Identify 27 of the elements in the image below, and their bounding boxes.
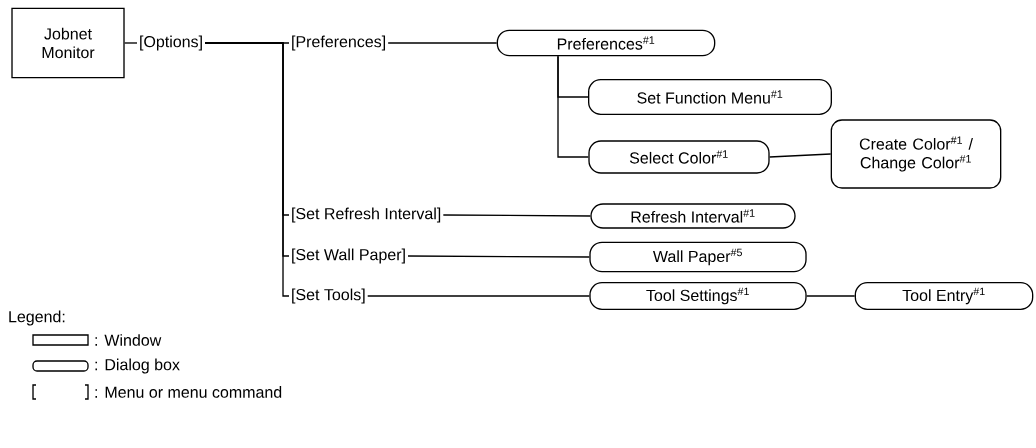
connector-line [407,255,590,258]
dialog-box: Refresh Interval$^{#1}$ [590,203,796,229]
dialog-box: Create Color$^{#1}$ / Change Color$^{#1}$ [830,119,1002,189]
connector-line [442,214,591,217]
menu-command: [Set Tools] [292,288,365,304]
menu-command: [Preferences] [292,35,385,51]
connector-line [387,42,498,44]
dialog-box: Tool Settings$^{#1}$ [589,282,807,310]
menu-command: [Options] [140,35,202,51]
legend-text: : Window [95,334,162,346]
dialog-box: Preferences$^{#1}$ [496,29,716,57]
connector-line [204,42,290,297]
menu-command: [Set Refresh Interval] [292,207,441,223]
connector-line [769,153,832,158]
legend-heading: Legend: [9,310,65,326]
dialog-box: Set Function Menu$^{#1}$ [588,79,832,115]
dialog-box: Tool Entry$^{#1}$ [854,282,1034,310]
connector-line [124,42,138,44]
window-box: Jobnet Monitor [11,7,125,79]
dialog-box: Select Color$^{#1}$ [588,140,770,174]
legend-text: : Dialog box [95,358,180,374]
menu-command: [Set Wall Paper] [292,248,405,264]
dialog-box: Wall Paper$^{#5}$ [589,241,807,273]
connector-line [557,55,589,158]
legend-text: : Menu or menu command [95,386,282,398]
connector-line [367,295,590,297]
connector-line [806,295,856,297]
